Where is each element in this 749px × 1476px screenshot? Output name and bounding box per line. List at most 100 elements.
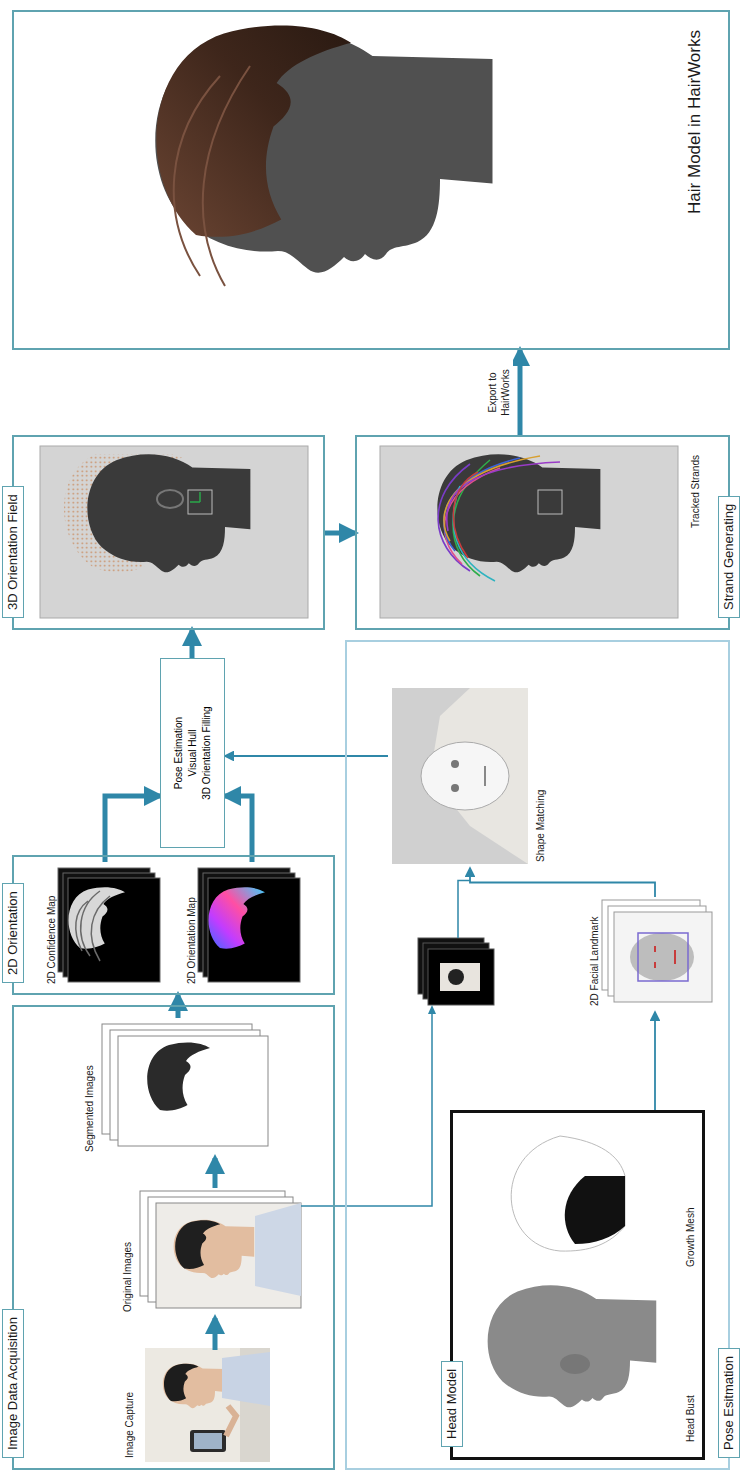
leader-lines-part	[301, 1013, 432, 1206]
image-group: 2D Orientation Map	[182, 860, 305, 988]
image-label: Image Capture	[123, 1392, 136, 1458]
original-images-stack-part	[156, 1203, 301, 1308]
image-label: Shape Matching	[534, 790, 547, 862]
image-group: Shape Matching	[390, 686, 550, 866]
stage-heading: Head Model	[441, 1361, 463, 1447]
stage-heading: Strand Generating	[718, 496, 740, 618]
hair-model-render	[155, 25, 492, 286]
growth-mesh-render	[511, 1136, 625, 1251]
original-images-stack-part	[175, 1220, 220, 1269]
image-group: Segmented Images	[80, 1016, 280, 1156]
stage-panel: Strand GeneratingTracked Strands	[355, 435, 730, 630]
image-capture-photo-part	[190, 1430, 226, 1452]
growth-mesh-render-part	[511, 1136, 625, 1251]
shape-matching-render-part	[392, 688, 528, 864]
stage-panel: 2D Orientation2D Confidence Map2D Orient…	[12, 855, 335, 995]
flow-arrow	[105, 796, 160, 862]
head-bust-render-part	[560, 1354, 590, 1374]
image-label: 2D Facial Landmark	[588, 917, 601, 1006]
image-capture-photo	[145, 1348, 270, 1462]
stage-heading: 3D Orientation Field	[2, 486, 24, 618]
stage-panel: Pose EsitmationHead ModelHead BustGrowth…	[345, 640, 730, 1470]
flow-arrow	[518, 350, 523, 435]
panel-title: Hair Model in HairWorks	[684, 30, 706, 214]
flow-arrow	[470, 868, 655, 897]
tracked-strands-render-part	[437, 454, 600, 572]
tracked-strands-render-part	[444, 468, 500, 564]
facial-landmark-stack-part	[655, 946, 675, 968]
stage-panel: 3D Orientation Field	[12, 435, 325, 630]
shape-matching-render-part	[421, 742, 509, 810]
orientation-field-render-part	[188, 490, 212, 514]
facial-landmark-stack	[602, 900, 712, 1002]
image-label: 3D Orientation Filling	[200, 706, 214, 799]
small-image-stack-part	[440, 963, 480, 991]
image-capture-photo-part	[194, 1433, 222, 1449]
facial-landmark-stack-part	[638, 933, 688, 981]
growth-mesh-render-part	[565, 1176, 625, 1244]
tracked-strands-render-part	[444, 456, 540, 541]
orientation-field-render-part	[190, 492, 200, 502]
stage-heading: Pose Esitmation	[718, 1348, 740, 1458]
small-image-stack-part	[428, 949, 494, 1005]
flow-arrow	[190, 630, 195, 658]
small-image-stack-part	[448, 969, 464, 985]
image-label: 2D Orientation Map	[185, 897, 198, 984]
model-box: Head ModelHead BustGrowth Mesh	[450, 1110, 705, 1460]
image-capture-photo-part	[145, 1348, 270, 1462]
orientation-map-stack-part	[208, 878, 300, 982]
hair-model-render-part	[174, 66, 250, 286]
leader-lines-part	[428, 1005, 436, 1014]
flow-arrow	[225, 796, 252, 862]
image-capture-photo-part	[226, 1406, 236, 1436]
image-label: Tracked Strands	[689, 455, 702, 528]
facial-landmark-stack-part	[614, 912, 712, 1002]
image-group: Original Images	[118, 1186, 303, 1316]
segmented-images-stack-part	[118, 1036, 268, 1146]
original-images-stack-part	[174, 1220, 255, 1278]
tracked-strands-render-part	[380, 446, 678, 618]
edge-label: Export to HairWorks	[485, 354, 513, 432]
image-label: Original Images	[121, 1242, 134, 1312]
stage-panel: Hair Model in HairWorks	[12, 10, 730, 350]
image-group: 2D Confidence Map	[42, 860, 165, 988]
image-label: 2D Confidence Map	[45, 896, 58, 984]
image-label: Head Bust	[684, 1395, 697, 1442]
orientation-map-stack	[198, 868, 300, 982]
orientation-field-render-part	[87, 454, 250, 572]
head-bust-render-part	[488, 1285, 657, 1407]
flow-arrow	[225, 755, 388, 757]
confidence-map-stack-part	[76, 891, 110, 961]
tracked-strands-render-part	[447, 462, 560, 531]
shape-matching-render-part	[451, 784, 459, 792]
image-label: Visual Hull	[186, 729, 200, 776]
tracked-strands-render-part	[453, 486, 495, 581]
image-capture-photo-part	[163, 1364, 225, 1409]
confidence-map-stack-part	[68, 878, 160, 982]
image-group: 2D Facial Landmark	[585, 895, 715, 1010]
orientation-field-render	[40, 446, 308, 618]
leader-lines-part	[458, 881, 470, 939]
image-label: Pose Estimation	[172, 717, 186, 789]
confidence-map-stack	[58, 868, 160, 982]
original-images-stack-part	[255, 1203, 301, 1296]
image-group: Head Bust	[470, 1286, 700, 1446]
image-group: Growth Mesh	[470, 1121, 700, 1271]
stage-panel: Image Data AcquisitionImage CaptureOrigi…	[12, 1005, 335, 1470]
process-box: Pose EstimationVisual Hull3D Orientation…	[160, 658, 225, 848]
flow-arrow	[213, 1158, 218, 1188]
orientation-field-render-part	[40, 446, 308, 618]
small-image-stack	[418, 938, 494, 1005]
flow-arrow	[325, 531, 355, 536]
segmented-images-stack	[102, 1024, 268, 1146]
original-images-stack	[140, 1191, 301, 1308]
stage-heading: 2D Orientation	[2, 883, 24, 983]
image-capture-photo-part	[164, 1364, 199, 1402]
tracked-strands-render-part	[538, 490, 562, 514]
image-capture-photo-part	[222, 1352, 270, 1406]
flow-arrow	[654, 1012, 656, 1112]
leader-lines	[301, 881, 470, 1207]
